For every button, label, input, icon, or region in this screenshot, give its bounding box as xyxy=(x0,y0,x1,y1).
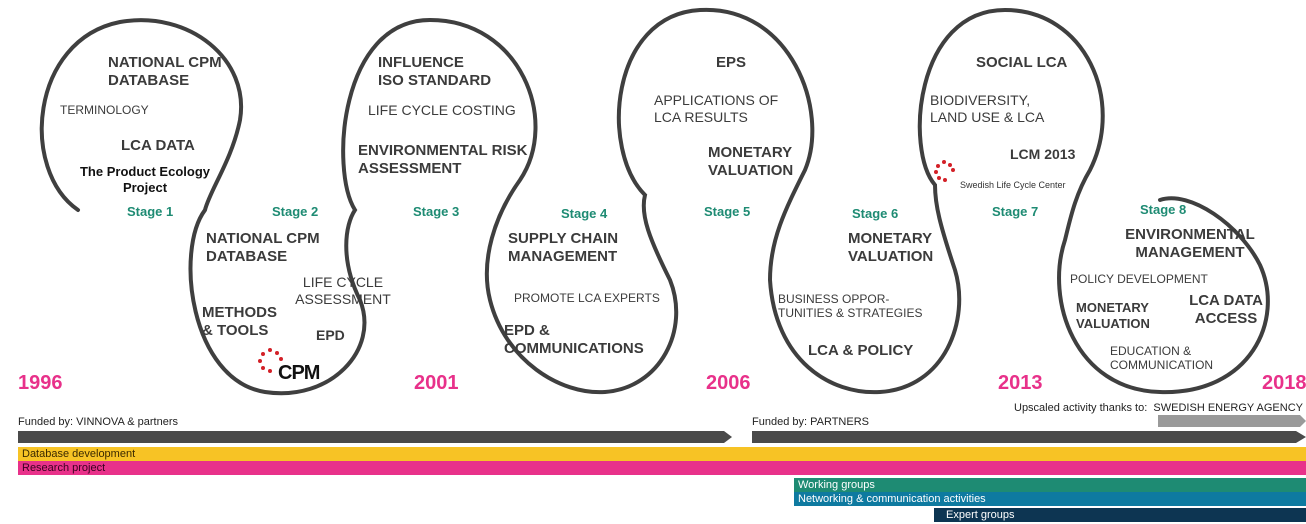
stage6-policy: LCA & POLICY xyxy=(808,342,914,359)
slcc-swirl-icon xyxy=(934,160,956,182)
arrow-partners xyxy=(752,431,1306,443)
band-database: Database development xyxy=(18,447,1306,461)
funding-second-label: Funded by: PARTNERS xyxy=(752,416,869,428)
stage5-title: EPS xyxy=(716,54,747,71)
stage6-business: BUSINESS OPPOR-TUNITIES & STRATEGIES xyxy=(778,292,923,320)
arrow-upscaled xyxy=(1158,415,1306,427)
stage1-label: Stage 1 xyxy=(127,204,174,219)
stage1-terminology: TERMINOLOGY xyxy=(60,103,149,117)
band-research: Research project xyxy=(18,461,1306,475)
funding-arrows xyxy=(18,415,1306,443)
stage4-label: Stage 4 xyxy=(561,206,608,221)
stage5-label: Stage 5 xyxy=(704,204,751,219)
stage7-lcm: LCM 2013 xyxy=(1010,146,1076,162)
stage6-label: Stage 6 xyxy=(852,206,899,221)
slcc-logo: Swedish Life Cycle Center xyxy=(934,160,1104,192)
stage1-lca-data: LCA DATA xyxy=(121,137,195,154)
stage3-lcc: LIFE CYCLE COSTING xyxy=(368,102,516,118)
year-2013: 2013 xyxy=(998,372,1043,394)
stage7-title: SOCIAL LCA xyxy=(976,54,1068,71)
funding-upscaled-label: Upscaled activity thanks to: SWEDISH ENE… xyxy=(1014,402,1303,414)
wave-curve xyxy=(39,7,1270,396)
stage8-policy: POLICY DEVELOPMENT xyxy=(1070,272,1208,286)
band-expert: Expert groups xyxy=(934,508,1306,522)
stage2-epd: EPD xyxy=(316,327,345,343)
year-2001: 2001 xyxy=(414,372,459,394)
stage8-label: Stage 8 xyxy=(1140,202,1187,217)
year-1996: 1996 xyxy=(18,372,63,394)
stage8-education: EDUCATION &COMMUNICATION xyxy=(1110,344,1214,372)
stage7-biodiversity: BIODIVERSITY,LAND USE & LCA xyxy=(930,92,1045,125)
cpm-logo: CPM xyxy=(258,348,338,384)
stage4-epd: EPD &COMMUNICATIONS xyxy=(504,322,644,357)
stage4-promote: PROMOTE LCA EXPERTS xyxy=(514,291,660,305)
stage2-methods: METHODS& TOOLS xyxy=(202,304,277,339)
stage2-label: Stage 2 xyxy=(272,204,319,219)
band-working: Working groups xyxy=(794,478,1306,492)
band-networking: Networking & communication activities xyxy=(794,492,1306,506)
year-2006: 2006 xyxy=(706,372,751,394)
stage3-label: Stage 3 xyxy=(413,204,460,219)
year-2018: 2018 xyxy=(1262,372,1306,394)
stage7-label: Stage 7 xyxy=(992,204,1039,219)
arrow-vinnova xyxy=(18,431,732,443)
cpm-swirl-icon xyxy=(258,348,284,374)
funding-first-label: Funded by: VINNOVA & partners xyxy=(18,416,178,428)
